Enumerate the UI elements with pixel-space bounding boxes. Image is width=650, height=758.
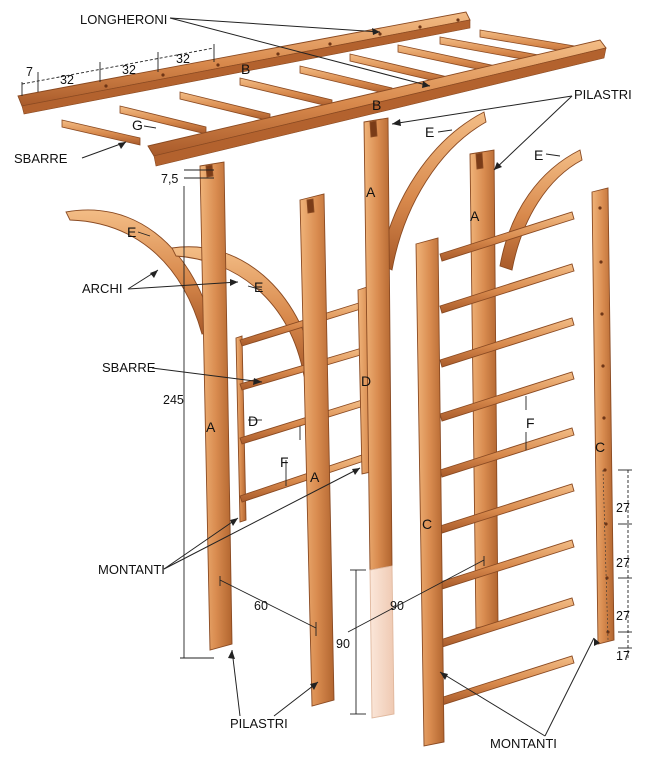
dim-245: 245 <box>163 393 184 407</box>
letter-e-right: E <box>534 147 543 163</box>
roof-beam-front <box>147 39 607 167</box>
letter-a-center: A <box>366 184 376 200</box>
leader-lines <box>81 17 595 737</box>
dim-90-vertical: 90 <box>336 637 350 651</box>
dim-32-a: 32 <box>60 73 74 87</box>
letter-f-right: F <box>526 415 535 431</box>
label-pilastri-bottom: PILASTRI <box>230 716 288 731</box>
letter-g: G <box>132 117 143 133</box>
dim-27-c: 27 <box>616 609 630 623</box>
dim-27-b: 27 <box>616 556 630 570</box>
text-labels: LONGHERONI PILASTRI SBARRE ARCHI SBARRE … <box>14 12 632 751</box>
dimension-lines <box>21 44 632 715</box>
label-montanti-left: MONTANTI <box>98 562 165 577</box>
dim-27-a: 27 <box>616 501 630 515</box>
letter-c-far: C <box>595 439 605 455</box>
leader-arrowheads <box>118 28 600 690</box>
letter-a-left: A <box>206 419 216 435</box>
dim-7-5: 7,5 <box>161 172 178 186</box>
label-pilastri-top: PILASTRI <box>574 87 632 102</box>
left-frame <box>199 161 381 707</box>
dim-32-b: 32 <box>122 63 136 77</box>
roof-beam-back <box>17 11 471 115</box>
label-montanti-right: MONTANTI <box>490 736 557 751</box>
label-sbarre-top: SBARRE <box>14 151 68 166</box>
letter-e-left-arch: E <box>127 224 136 240</box>
label-archi: ARCHI <box>82 281 122 296</box>
letter-d-right: D <box>361 373 371 389</box>
part-letters: B B G E E E E A A A A D D F F C C <box>127 61 605 532</box>
letter-e-center: E <box>425 124 434 140</box>
dim-17: 17 <box>616 649 630 663</box>
far-right-montante <box>591 187 615 645</box>
letter-f-left: F <box>280 454 289 470</box>
label-longheroni: LONGHERONI <box>80 12 167 27</box>
letter-c-ladder: C <box>422 516 432 532</box>
letter-e-front-arch: E <box>254 279 263 295</box>
dim-32-c: 32 <box>176 52 190 66</box>
letter-b-front: B <box>372 97 381 113</box>
center-post <box>363 111 487 719</box>
dimension-values: 7 32 32 32 7,5 245 60 90 90 27 27 27 17 <box>26 52 630 663</box>
letter-d-left: D <box>248 413 258 429</box>
dim-7: 7 <box>26 65 33 79</box>
letter-a-front: A <box>310 469 320 485</box>
letter-b-back: B <box>241 61 250 77</box>
part-ticks <box>137 125 561 486</box>
label-sbarre-mid: SBARRE <box>102 360 156 375</box>
dim-60: 60 <box>254 599 268 613</box>
letter-a-right: A <box>470 208 480 224</box>
beam-holes <box>104 18 460 88</box>
dim-90-horizontal: 90 <box>390 599 404 613</box>
